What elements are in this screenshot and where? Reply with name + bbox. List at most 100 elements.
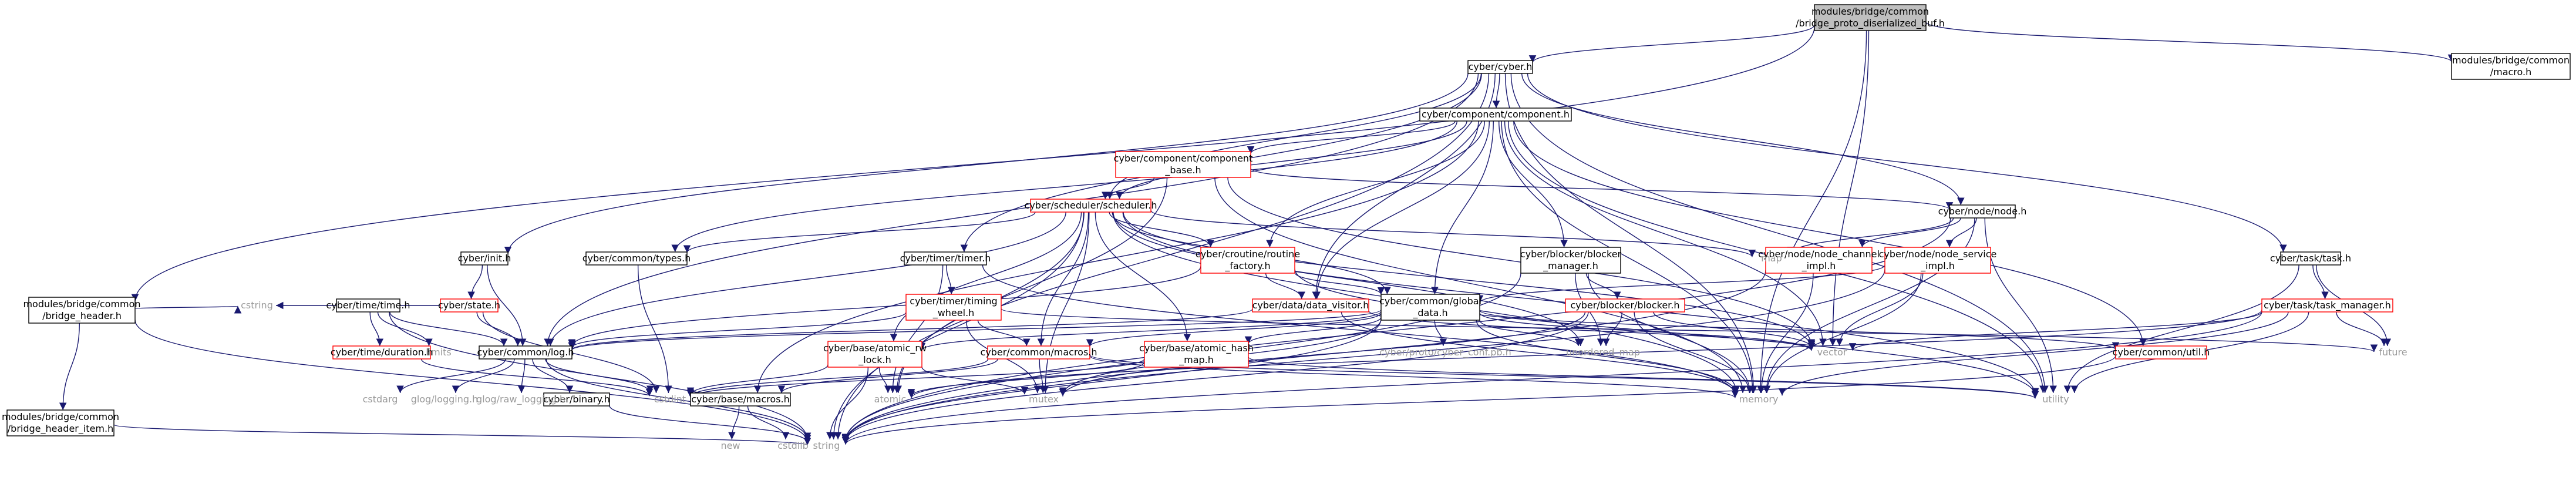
edge-root-to-cyber: [1528, 25, 1815, 63]
node-label-common_macros-line-0: cyber/common/macros.h: [980, 347, 1097, 358]
node-util[interactable]: cyber/common/util.h: [2113, 345, 2210, 360]
node-task_manager[interactable]: cyber/task/task_manager.h: [2261, 298, 2393, 313]
edge-global_data-to-string: [841, 318, 1382, 442]
edge-log-to-glog_logging: [452, 358, 515, 394]
node-label-node_channel_impl-line-1: _impl.h: [1801, 260, 1836, 272]
node-node[interactable]: cyber/node/node.h: [1938, 204, 2027, 219]
node-label-component-line-0: cyber/component/component.h: [1422, 109, 1570, 120]
node-label-task-line-0: cyber/task/task.h: [2270, 253, 2351, 264]
node-global_data[interactable]: cyber/common/global_data.h: [1379, 294, 1481, 321]
node-node_channel_impl[interactable]: cyber/node/node_channel_impl.h: [1758, 247, 1880, 274]
edge-time-to-limits: [377, 311, 433, 347]
edge-component-to-component_base: [1247, 120, 1456, 154]
edge-log-to-cstdarg: [396, 358, 506, 394]
node-scheduler[interactable]: cyber/scheduler/scheduler.h: [1025, 199, 1157, 213]
edge-time-to-log: [389, 311, 508, 347]
edge-cyber-to-scheduler: [1106, 73, 1482, 200]
node-types[interactable]: cyber/common/types.h: [582, 251, 691, 266]
node-component[interactable]: cyber/component/component.h: [1419, 108, 1572, 122]
edge-node-to-node_channel_impl: [1858, 217, 1961, 248]
node-bridge_header_item[interactable]: modules/bridge/common/bridge_header_item…: [2, 409, 119, 436]
edge-task_manager-to-future: [2336, 311, 2388, 347]
edge-root-to-vector: [1829, 30, 1870, 347]
node-bridge_header[interactable]: modules/bridge/common/bridge_header.h: [23, 297, 141, 324]
edge-bridge_header-to-string: [134, 320, 811, 443]
node-box-init: [460, 251, 509, 266]
edge-node-to-node_service_impl: [1945, 217, 1977, 248]
node-label-routine_factory-line-1: _factory.h: [1224, 260, 1270, 272]
edge-cyber-to-init: [504, 73, 1469, 254]
node-time[interactable]: cyber/time/time.h: [326, 298, 410, 313]
node-label-timing_wheel-line-0: cyber/timer/timing: [910, 295, 997, 307]
node-box-node_channel_impl: [1765, 247, 1873, 274]
node-label-unordered_map-line-0: unordered_map: [1566, 347, 1640, 358]
node-blocker_manager[interactable]: cyber/blocker/blocker_manager.h: [1520, 247, 1622, 274]
node-component_base[interactable]: cyber/component/component_base.h: [1114, 151, 1253, 178]
node-routine_factory[interactable]: cyber/croutine/routine_factory.h: [1196, 247, 1300, 274]
edge-cyber-to-utility: [1510, 73, 2049, 394]
node-common_macros[interactable]: cyber/common/macros.h: [980, 345, 1097, 360]
node-atomic: atomic: [874, 394, 907, 405]
edge-component_base-to-node: [1250, 168, 1953, 210]
node-label-bridge_header-line-1: /bridge_header.h: [42, 310, 122, 322]
node-label-blocker-line-0: cyber/blocker/blocker.h: [1571, 300, 1680, 311]
node-label-vector-line-0: vector: [1817, 347, 1847, 358]
edge-data_visitor-to-memory: [1341, 311, 1739, 395]
edge-common_macros-to-mutex: [1039, 358, 1047, 394]
edge-component-to-memory: [1501, 120, 1757, 394]
edge-duration-to-cstdint: [420, 358, 654, 397]
node-label-base_macros-line-0: cyber/base/macros.h: [691, 394, 790, 405]
node-atomic_hash_map[interactable]: cyber/base/atomic_hash_map.h: [1139, 341, 1254, 368]
node-data_visitor[interactable]: cyber/data/data_visitor.h: [1252, 298, 1369, 313]
edge-scheduler-to-vector: [1123, 211, 1816, 349]
node-task[interactable]: cyber/task/task.h: [2270, 251, 2351, 266]
node-label-root-line-0: modules/bridge/common: [1811, 6, 1929, 17]
node-atomic_rw_lock[interactable]: cyber/base/atomic_rw_lock.h: [823, 341, 927, 368]
node-timer[interactable]: cyber/timer/timer.h: [900, 251, 991, 266]
node-map: map: [1761, 253, 1782, 264]
node-root[interactable]: modules/bridge/common/bridge_proto_diser…: [1796, 4, 1945, 31]
edge-component-to-vector: [1504, 120, 1827, 347]
node-init[interactable]: cyber/init.h: [458, 251, 511, 266]
node-state[interactable]: cyber/state.h: [438, 298, 500, 313]
node-label-time-line-0: cyber/time/time.h: [326, 300, 410, 311]
node-timing_wheel[interactable]: cyber/timer/timing_wheel.h: [905, 294, 1002, 321]
edge-atomic_rw_lock-to-cstdint: [686, 364, 829, 395]
node-cyber[interactable]: cyber/cyber.h: [1467, 60, 1533, 74]
edge-component_base-to-memory: [1214, 177, 1747, 394]
edge-scheduler-to-types: [683, 211, 1036, 253]
node-label-node_channel_impl-line-0: cyber/node/node_channel: [1758, 248, 1880, 260]
edge-routine_factory-to-data_visitor: [1265, 273, 1305, 300]
edge-scheduler-to-map: [1150, 210, 1756, 258]
edge-scheduler-to-mutex: [1041, 211, 1090, 394]
node-box-blocker_manager: [1520, 247, 1621, 274]
node-node_service_impl[interactable]: cyber/node/node_service_impl.h: [1879, 247, 1997, 274]
node-label-root-line-1: /bridge_proto_diserialized_buf.h: [1796, 18, 1945, 29]
node-label-map-line-0: map: [1761, 253, 1782, 264]
edge-global_data-to-util: [1479, 310, 2119, 350]
node-duration[interactable]: cyber/time/duration.h: [331, 345, 433, 360]
node-label-atomic_hash_map-line-1: _map.h: [1178, 354, 1214, 366]
node-label-atomic-line-0: atomic: [874, 394, 907, 405]
node-label-new-line-0: new: [720, 440, 740, 451]
node-label-cyber-line-0: cyber/cyber.h: [1469, 61, 1533, 72]
node-blocker[interactable]: cyber/blocker/blocker.h: [1565, 298, 1685, 313]
edge-cyber-to-memory: [1504, 73, 1757, 394]
edge-root-to-memory: [1756, 30, 1867, 394]
node-binary[interactable]: cyber/binary.h: [543, 392, 610, 407]
edge-component_base-to-vector: [1227, 177, 1816, 347]
node-log[interactable]: cyber/common/log.h: [477, 345, 574, 360]
edge-scheduler-to-common_macros: [1037, 211, 1089, 347]
edge-global_data-to-atomic_hash_map: [1244, 317, 1382, 344]
node-cstring: cstring: [241, 300, 273, 311]
edge-global_data-to-cyber_conf: [1434, 320, 1447, 347]
node-label-bridge_header_item-line-0: modules/bridge/common: [2, 411, 119, 422]
edge-routine_factory-to-log: [568, 266, 1201, 347]
node-macro[interactable]: modules/bridge/common/macro.h: [2451, 53, 2571, 80]
node-base_macros[interactable]: cyber/base/macros.h: [690, 392, 791, 407]
node-box-node_service_impl: [1884, 247, 1991, 274]
node-label-node_service_impl-line-0: cyber/node/node_service: [1879, 248, 1997, 260]
node-label-scheduler-line-0: cyber/scheduler/scheduler.h: [1025, 200, 1157, 211]
edge-task-to-task_manager: [2312, 264, 2329, 300]
node-label-binary-line-0: cyber/binary.h: [543, 394, 610, 405]
